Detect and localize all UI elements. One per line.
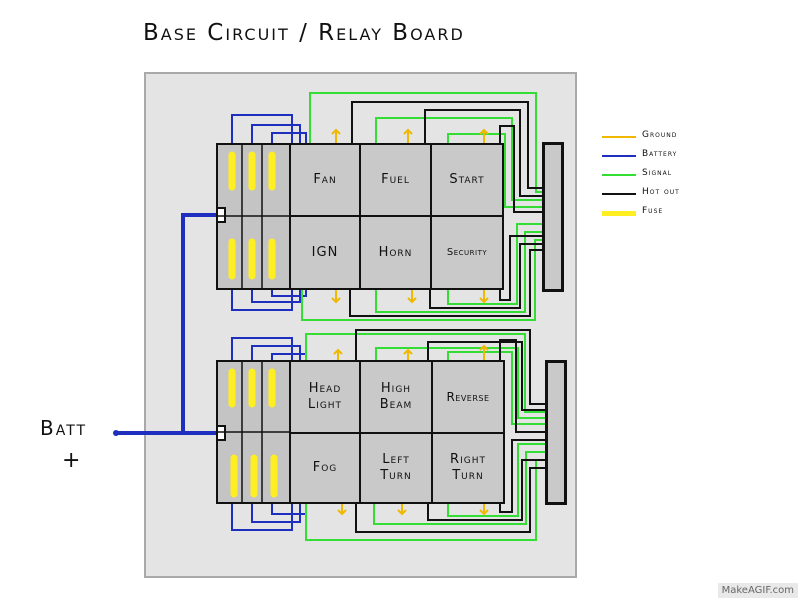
legend-label: Signal (642, 168, 673, 178)
fuse-block-top (216, 143, 291, 290)
relay-start: Start (430, 143, 504, 217)
battery-label: Batt (40, 416, 88, 440)
relay-reverse: Reverse (431, 360, 505, 434)
legend-swatch (602, 174, 636, 176)
legend-swatch (602, 155, 636, 157)
relay-fog: Fog (289, 432, 361, 504)
output-connector-top (542, 142, 564, 292)
relay-ign: IGN (289, 215, 361, 290)
output-connector-bottom (545, 360, 567, 505)
relay-left-turn: Left Turn (359, 432, 433, 504)
legend-swatch (602, 211, 636, 216)
battery-terminal-top (216, 207, 226, 223)
relay-head-light: Head Light (289, 360, 361, 434)
legend-item-battery: Battery (602, 147, 722, 166)
legend-item-signal: Signal (602, 166, 722, 185)
legend-item-hot-out: Hot out (602, 185, 722, 204)
relay-horn: Horn (359, 215, 432, 290)
legend-label: Hot out (642, 187, 680, 197)
legend-label: Ground (642, 130, 678, 140)
legend-item-fuse: Fuse (602, 204, 722, 223)
legend-item-ground: Ground (602, 128, 722, 147)
fuse-block-bottom (216, 360, 291, 504)
relay-fuel: Fuel (359, 143, 432, 217)
legend-label: Battery (642, 149, 678, 159)
relay-high-beam: High Beam (359, 360, 433, 434)
battery-terminal-bottom (216, 425, 226, 441)
legend-swatch (602, 193, 636, 195)
legend: Ground Battery Signal Hot out Fuse (602, 128, 722, 223)
relay-right-turn: Right Turn (431, 432, 505, 504)
watermark: MakeAGIF.com (717, 583, 798, 598)
legend-label: Fuse (642, 206, 664, 216)
relay-fan: Fan (289, 143, 361, 217)
legend-swatch (602, 136, 636, 138)
relay-security: Security (430, 215, 504, 290)
page-title: Base Circuit / Relay Board (143, 20, 465, 46)
battery-positive-symbol: + (62, 448, 81, 473)
